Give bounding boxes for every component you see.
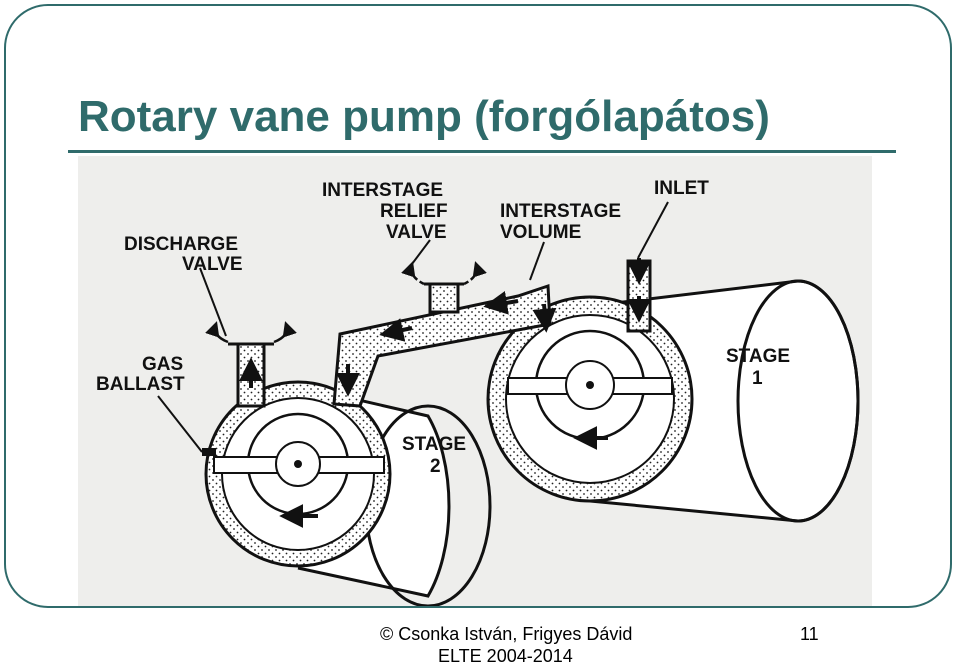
footer-credit: © Csonka István, Frigyes Dávid [380,624,633,644]
label-interstage-volume: INTERSTAGE VOLUME [500,201,626,243]
label-discharge-valve: DISCHARGE VALVE [124,234,243,275]
label-gas-ballast: GAS BALLAST [96,354,188,395]
interstage-passage [332,282,557,408]
stage-2-cylinder [204,380,492,608]
page-number: 11 [800,624,819,644]
footer-years: ELTE 2004-2014 [438,646,573,666]
pump-diagram: DISCHARGE VALVE INTERSTAGE RELIEF VALVE … [78,156,872,608]
label-stage-2: STAGE 2 [402,434,471,477]
label-inlet: INLET [654,178,709,199]
footer: © Csonka István, Frigyes Dávid ELTE 2004… [0,622,960,666]
relief-valve-flaps [401,261,487,286]
leader-lines [157,201,669,453]
slide-title: Rotary vane pump (forgólapátos) [78,92,770,141]
discharge-pipe [205,321,297,408]
title-divider [68,150,896,153]
gas-ballast-port [202,448,216,456]
label-stage-1: STAGE 1 [726,346,795,389]
inlet-pipe [626,258,652,333]
label-interstage-relief-valve: INTERSTAGE RELIEF VALVE [322,180,453,243]
slide-frame [4,4,952,608]
stage-1-cylinder [486,279,860,523]
